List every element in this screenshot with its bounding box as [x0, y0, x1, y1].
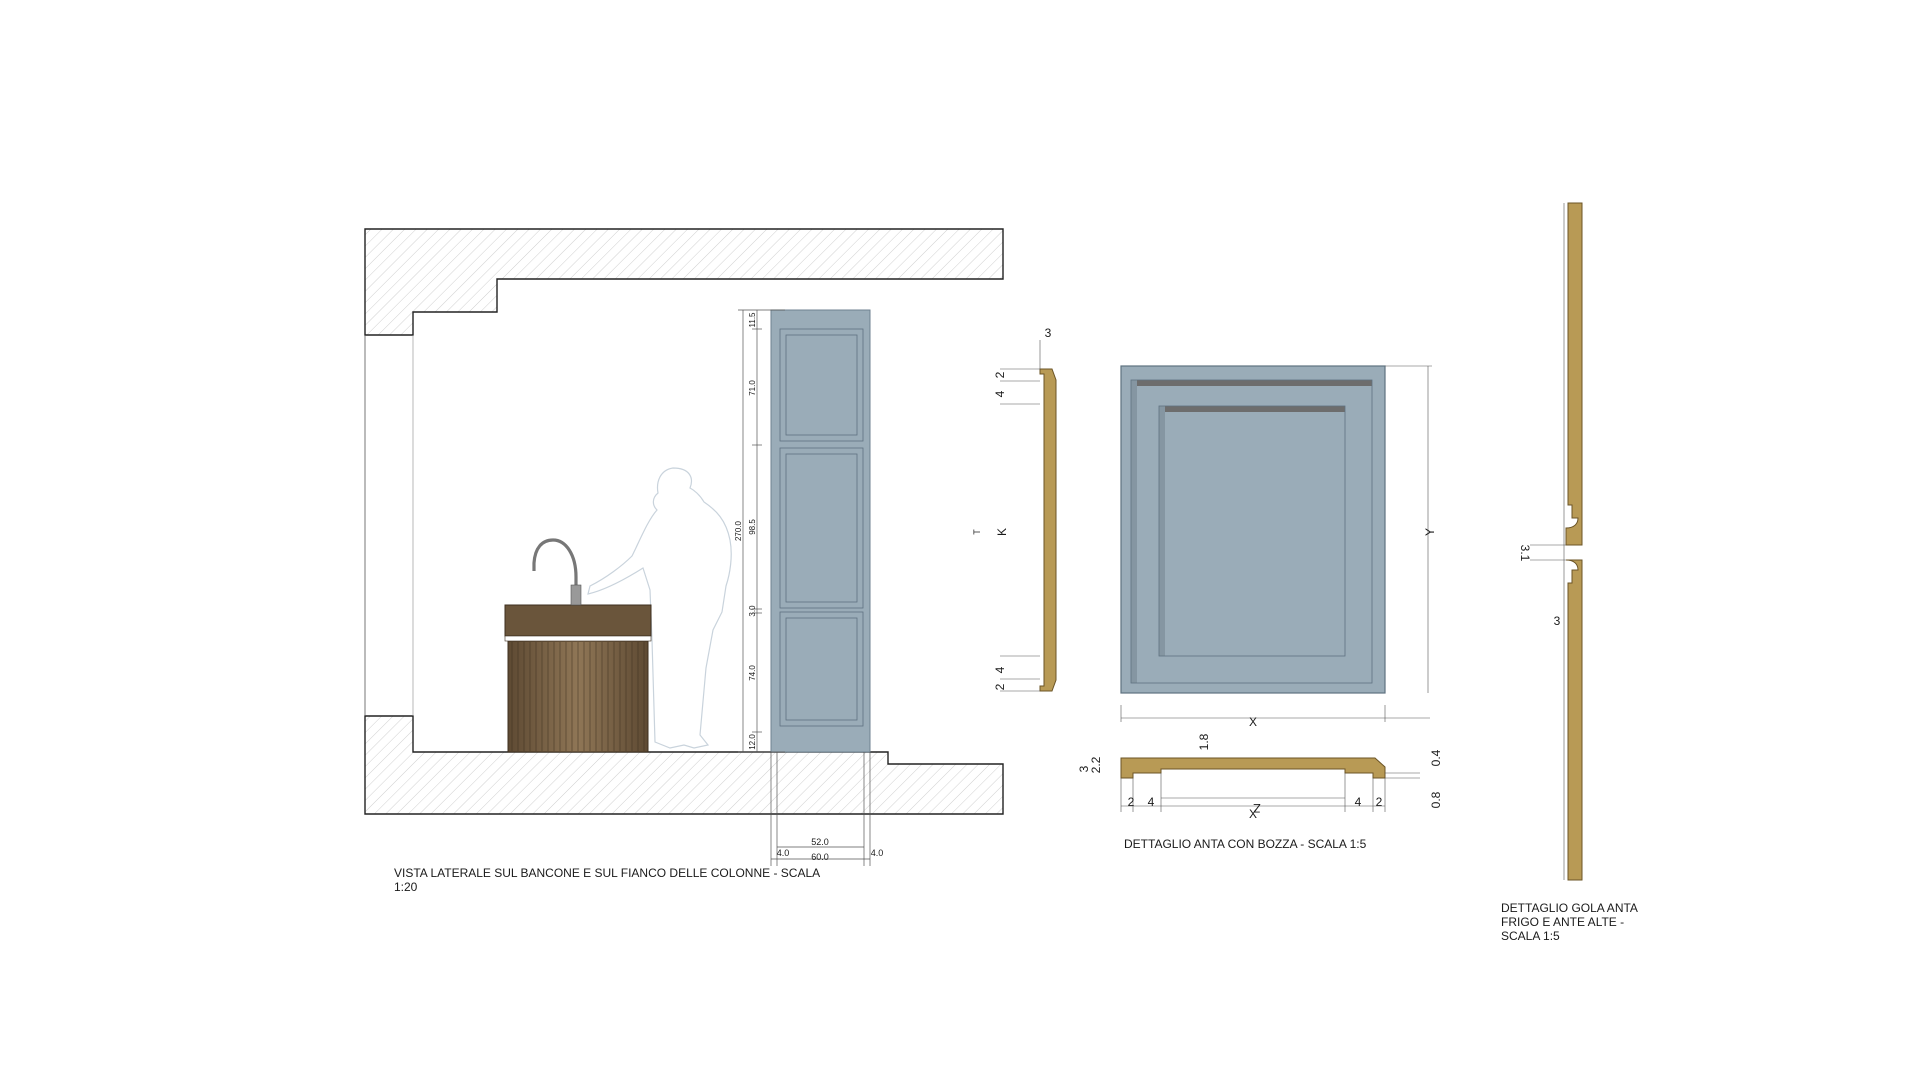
dim-4-left: 4.0	[777, 848, 790, 858]
gola-detail: 3.1 3	[1518, 202, 1583, 881]
door-vertical-section: 3 2 4 K T 4 2	[972, 326, 1057, 692]
island-counter	[504, 604, 652, 753]
dim-74: 74.0	[748, 665, 757, 681]
dim-1-8: 1.8	[1197, 733, 1211, 750]
dim-11-5: 11.5	[748, 312, 757, 328]
door-detail-caption: DETTAGLIO ANTA CON BOZZA - SCALA 1:5	[1124, 837, 1367, 851]
dim-2-2: 2.2	[1089, 756, 1103, 773]
person-silhouette	[587, 467, 732, 749]
dim-2-left: 2	[1128, 795, 1135, 809]
tall-column-cabinet	[770, 309, 871, 753]
dim-0-8: 0.8	[1429, 791, 1443, 808]
dim-x-front: X	[1249, 715, 1257, 729]
door-horizontal-section: 1.8 3 2.2 2 4 Z X 4 2 0.4 0.8	[1077, 733, 1443, 821]
door-bottom-profile	[1120, 757, 1386, 779]
dim-3: 3.0	[748, 605, 757, 617]
dim-t: T	[972, 529, 982, 535]
dim-z: Z	[1253, 801, 1260, 815]
dim-3-top: 3	[1045, 326, 1052, 340]
dim-x-bottom: X	[1249, 807, 1257, 821]
dim-0-4: 0.4	[1429, 749, 1443, 766]
faucet-body	[570, 584, 582, 606]
dim-y-front: Y	[1423, 528, 1437, 536]
dim-4-right: 4.0	[871, 848, 884, 858]
faucet	[532, 538, 578, 605]
dim-12: 12.0	[748, 734, 757, 750]
dim-270: 270.0	[734, 520, 743, 541]
dim-2-bottom: 2	[993, 683, 1007, 690]
dim-4-left: 4	[1148, 795, 1155, 809]
side-view: 11.5 71.0 98.5 3.0 74.0 12.0 270.0 52.0 …	[364, 228, 1004, 866]
ceiling-section	[364, 228, 1004, 336]
dim-71: 71.0	[748, 380, 757, 396]
door-profile	[1039, 368, 1057, 692]
dim-52: 52.0	[811, 837, 829, 847]
dim-98-5: 98.5	[748, 519, 757, 535]
dim-3-gola: 3	[1554, 614, 1561, 628]
dim-3-left: 3	[1077, 765, 1091, 772]
horizontal-dimensions	[770, 752, 871, 866]
gola-detail-caption: DETTAGLIO GOLA ANTA FRIGO E ANTE ALTE - …	[1501, 901, 1638, 943]
dim-4-right: 4	[1355, 795, 1362, 809]
dim-60: 60.0	[811, 852, 829, 862]
dim-4-bottom: 4	[993, 666, 1007, 673]
dim-2-right: 2	[1376, 795, 1383, 809]
dim-k: K	[995, 528, 1009, 536]
floor-section	[364, 715, 1004, 815]
dim-3-1: 3.1	[1518, 545, 1532, 562]
dim-4-top: 4	[993, 390, 1007, 397]
gola-profile-lower	[1565, 559, 1583, 881]
dim-2-top: 2	[993, 371, 1007, 378]
side-view-caption: VISTA LATERALE SUL BANCONE E SUL FIANCO …	[394, 866, 820, 894]
door-front: X Y	[1120, 365, 1437, 729]
gola-profile-upper	[1565, 202, 1583, 546]
